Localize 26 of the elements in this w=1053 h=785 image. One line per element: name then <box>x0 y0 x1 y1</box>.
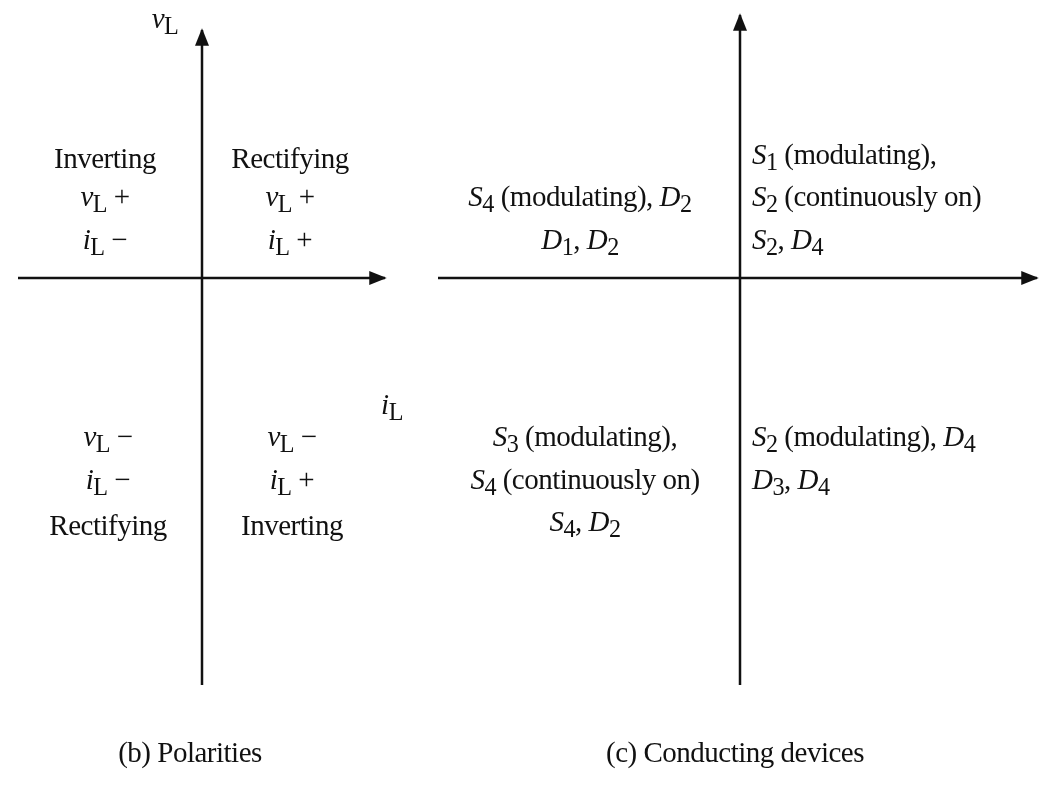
device-label: S$_{2}$, D$_{4}$ <box>752 221 824 263</box>
device-label: S$_{2}$ (modulating), D$_{4}$ <box>752 418 976 460</box>
quadrant-label: i$_{L}$ + <box>269 461 315 503</box>
device-label: S$_{4}$ (modulating), D$_{2}$ <box>468 178 692 220</box>
quadrant-label: Inverting <box>241 508 343 542</box>
device-label: S$_{4}$ (continuously on) <box>470 461 700 503</box>
caption: (b) Polarities <box>118 735 262 769</box>
quadrant-label: i$_{L}$ + <box>267 221 313 263</box>
axis-label: i$_{L}$ <box>381 386 403 428</box>
quadrant-label: Rectifying <box>49 508 167 542</box>
quadrant-label: i$_{L}$ − <box>85 461 131 503</box>
quadrant-label: Rectifying <box>231 141 349 175</box>
device-label: S$_{1}$ (modulating), <box>752 136 937 178</box>
quadrant-label: Inverting <box>54 141 156 175</box>
device-label: S$_{2}$ (continuously on) <box>752 178 982 220</box>
caption: (c) Conducting devices <box>606 735 864 769</box>
axis-label: v$_{L}$ <box>151 0 179 42</box>
device-label: D$_{1}$, D$_{2}$ <box>541 221 619 263</box>
quadrant-label: v$_{L}$ + <box>80 178 130 220</box>
device-label: D$_{3}$, D$_{4}$ <box>752 461 830 503</box>
quadrant-label: v$_{L}$ − <box>83 418 133 460</box>
quadrant-label: v$_{L}$ + <box>265 178 315 220</box>
device-label: S$_{4}$, D$_{2}$ <box>549 503 621 545</box>
quadrant-label: i$_{L}$ − <box>82 221 128 263</box>
device-label: S$_{3}$ (modulating), <box>492 418 678 460</box>
quadrant-label: v$_{L}$ − <box>267 418 317 460</box>
